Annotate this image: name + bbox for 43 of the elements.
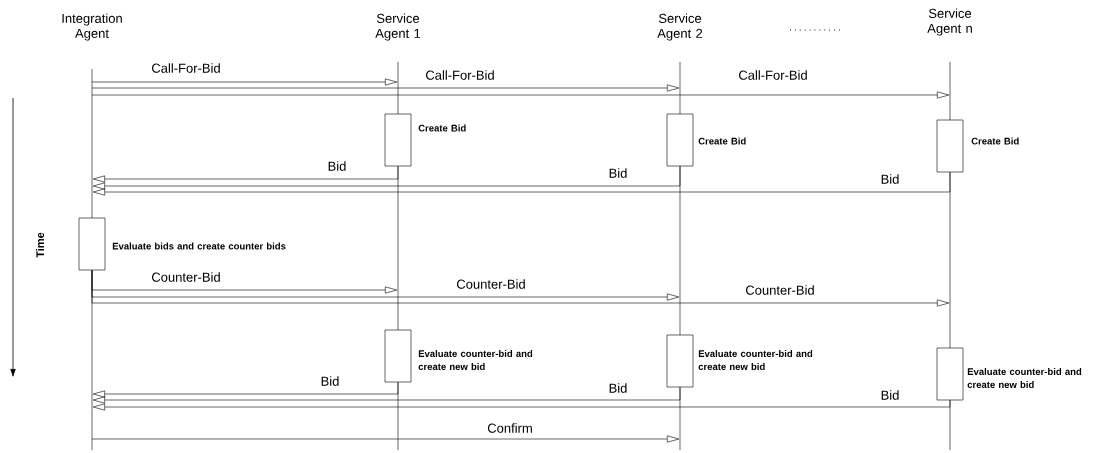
activation-box [666,113,694,167]
agent-label: Service Agent 2 [657,13,703,41]
activation-box [78,217,106,271]
message-arrow [91,435,680,443]
activity-label: Create Bid [698,137,746,145]
activity-label: Evaluate counter-bid and create new bid [698,350,813,370]
activation-box [384,329,412,383]
agent-label: Service Agent n [927,8,972,36]
message-arrow [91,270,950,307]
edge-label: Bid [879,173,901,185]
edge-label: Counter-Bid [744,284,816,296]
edge-label: Bid [879,389,901,401]
message-arrow [92,387,681,404]
edge-label: Counter-Bid [150,271,222,283]
activity-label: Create Bid [971,137,1019,145]
activation-box [384,113,412,167]
activity-label: Evaluate counter-bid and create new bid [418,350,533,370]
agent-label: Service Agent 1 [375,13,421,41]
activation-box [666,334,694,388]
agent-label: Integration Agent [62,13,122,41]
axis-label: Time [35,232,45,258]
edge-label: Call-For-Bid [737,69,809,81]
edge-label: Bid [326,160,348,172]
activation-box [936,347,964,401]
message-arrow [92,382,399,398]
message-arrow [91,84,680,92]
edge-label: Bid [319,375,341,387]
message-arrow [91,91,950,99]
message-arrow [92,166,399,183]
edge-label: Call-For-Bid [150,62,222,74]
message-arrow [92,172,951,196]
activity-label: Create Bid [418,124,466,132]
message-arrow [91,78,398,86]
message-arrow [92,400,951,411]
activity-label: Evaluate counter-bid and create new bid [967,368,1082,388]
edge-label: Counter-Bid [455,278,527,290]
edge-label: Bid [607,382,629,394]
edge-label: Call-For-Bid [424,69,496,81]
activity-label: Evaluate bids and create counter bids [112,242,286,250]
activation-box [936,119,964,173]
edge-label: Confirm [486,422,534,434]
message-arrow [92,166,681,190]
edge-label: Bid [607,167,629,179]
